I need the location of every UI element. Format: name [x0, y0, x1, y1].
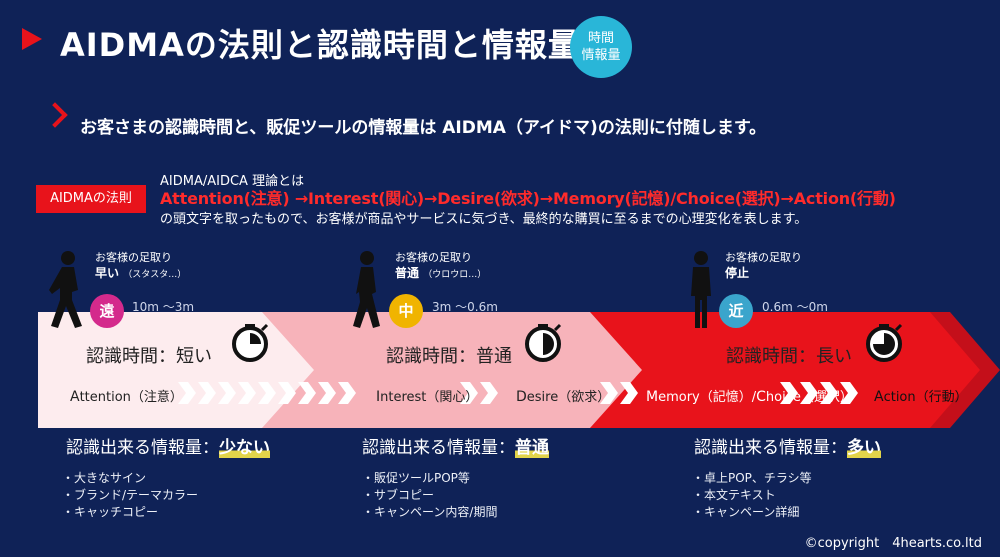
aidma-arrow-band: [38, 312, 1000, 428]
stage-mid-recognition: 認識時間：普通: [386, 346, 512, 367]
stage-far-circle: 遠: [90, 294, 124, 328]
stage-far-info-list: ・大きなサイン ・ブランド/テーマカラー ・キャッチコピー: [62, 470, 198, 521]
stage-far-recognition: 認識時間：短い: [86, 346, 212, 367]
chevron-right-icon: [42, 102, 68, 128]
walking-person-icon: [353, 251, 380, 328]
stage-mid-step-label: お客様の足取り: [395, 251, 472, 264]
list-item: ・卓上POP、チラシ等: [692, 471, 812, 485]
title-triangle-icon: [22, 28, 42, 50]
stage-near-speed: 停止: [725, 266, 750, 280]
stopwatch-normal-icon: [525, 323, 562, 362]
badge-line-2: 情報量: [581, 48, 621, 63]
stage-mid-info-list: ・販促ツールPOP等 ・サブコピー ・キャンペーン内容/期間: [362, 470, 497, 521]
list-item: ・ブランド/テーマカラー: [62, 488, 199, 502]
stage-mid-info-heading: 認識出来る情報量：普通: [362, 438, 549, 458]
stage-near-info-list: ・卓上POP、チラシ等 ・本文テキスト ・キャンペーン詳細: [692, 470, 812, 521]
list-item: ・キャンペーン詳細: [692, 505, 800, 519]
copyright: ©copyright 4hearts.co.ltd: [804, 536, 982, 551]
subtitle: お客さまの認識時間と、販促ツールの情報量は AIDMA（アイドマ)の法則に付随し…: [80, 118, 767, 138]
badge-line-1: 時間: [587, 31, 614, 46]
list-item: ・サブコピー: [362, 488, 435, 502]
theory-heading: AIDMA/AIDCA 理論とは: [160, 174, 305, 189]
chevron-row: [178, 382, 858, 404]
aidma-formula: Attention(注意) →Interest(関心)→Desire(欲求)→M…: [160, 189, 896, 208]
stage-near-recognition: 認識時間：長い: [726, 346, 852, 367]
law-label: AIDMAの法則: [36, 185, 146, 213]
aidma-description: の頭文字を取ったもので、お客様が商品やサービスに気づき、最終的な購買に至るまでの…: [160, 212, 808, 227]
phase-interest: Interest（関心）: [376, 389, 479, 405]
list-item: ・キャッチコピー: [62, 505, 159, 519]
stage-near-distance: 0.6m ～0m: [762, 300, 828, 314]
stage-far-speed: 早い （スタスタ…）: [95, 266, 187, 280]
list-item: ・大きなサイン: [62, 471, 147, 485]
stopwatch-short-icon: [232, 323, 269, 362]
stage-far-distance: 10m ～3m: [132, 300, 195, 314]
arrow-near-tip: [930, 312, 1000, 428]
phase-attention: Attention（注意）: [70, 389, 183, 405]
standing-person-icon: [691, 251, 711, 328]
stopwatch-long-icon: [866, 323, 903, 362]
stage-mid-circle: 中: [389, 294, 423, 328]
time-info-badge: 時間情報量: [570, 16, 632, 78]
stage-far-info-heading: 認識出来る情報量：少ない: [66, 438, 270, 458]
stage-far-step-label: お客様の足取り: [95, 251, 172, 264]
list-item: ・本文テキスト: [692, 488, 776, 502]
stage-near-step-label: お客様の足取り: [725, 251, 802, 264]
page-title: AIDMAの法則と認識時間と情報量: [60, 26, 581, 64]
stage-mid-distance: 3m ～0.6m: [432, 300, 498, 314]
list-item: ・キャンペーン内容/期間: [362, 505, 498, 519]
phase-memory-choice: Memory（記憶）/Choice（選択）: [646, 389, 853, 405]
phase-desire: Desire（欲求）: [516, 389, 611, 405]
stage-mid-speed: 普通 （ウロウロ…）: [395, 266, 487, 280]
list-item: ・販促ツールPOP等: [362, 471, 470, 485]
phase-action: Action（行動）: [874, 389, 968, 405]
walking-fast-person-icon: [49, 251, 82, 328]
stage-near-info-heading: 認識出来る情報量：多い: [694, 438, 881, 458]
stage-near-circle: 近: [719, 294, 753, 328]
